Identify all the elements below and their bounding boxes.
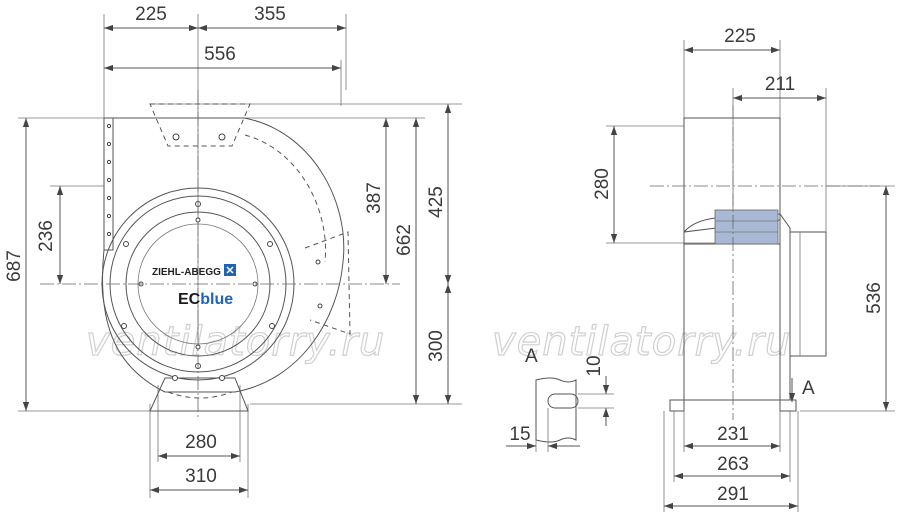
brand-logo: ZIEHL-ABEGG ECblue xyxy=(152,264,236,308)
side-flange xyxy=(304,231,351,335)
rail-hole xyxy=(106,195,112,201)
dim-label: 556 xyxy=(204,44,236,65)
bolt-hole xyxy=(317,303,323,309)
support-foot xyxy=(149,377,249,412)
side-view: 225 211 280 536 A xyxy=(592,26,895,512)
bolt-hole xyxy=(121,323,127,329)
foot-hidden xyxy=(167,391,233,399)
dim-label: 687 xyxy=(4,250,25,282)
dim-label: 662 xyxy=(394,224,415,256)
rail-hole xyxy=(106,213,112,219)
scroll-outline xyxy=(101,117,345,393)
detail-a: A 10 15 xyxy=(506,346,614,452)
watermark-left: ventilatorry.ru xyxy=(86,319,385,365)
side-rail xyxy=(103,117,114,251)
section-marker-side: A xyxy=(802,378,815,399)
bolt-hole xyxy=(219,375,225,381)
bolt-hole xyxy=(218,133,226,141)
series-blue: blue xyxy=(200,291,233,308)
detail-slot xyxy=(547,393,579,409)
series-logo: ECblue xyxy=(178,291,233,308)
bolt-hole xyxy=(315,259,321,265)
bolt-hole xyxy=(172,133,180,141)
dim-label: 263 xyxy=(717,454,749,475)
outlet-flange xyxy=(149,103,251,147)
dim-label: 355 xyxy=(254,4,286,25)
maker-logo-mark xyxy=(226,266,234,274)
base-foot-right xyxy=(779,399,797,412)
dim-label: 10 xyxy=(584,355,605,376)
rail-hole xyxy=(106,141,112,147)
fan-housing xyxy=(40,90,400,420)
rail-hole xyxy=(106,177,112,183)
dim-label: 425 xyxy=(426,186,447,218)
base-foot-left xyxy=(669,399,685,412)
motor-block xyxy=(714,209,779,245)
dim-label: 291 xyxy=(717,484,749,505)
dim-label: 211 xyxy=(765,74,795,95)
bolt-hole xyxy=(267,241,273,247)
dim-label: 225 xyxy=(135,4,167,25)
rail-hole xyxy=(106,159,112,165)
series-ec: EC xyxy=(178,291,201,308)
rail-hole xyxy=(106,123,112,129)
dim-label: 387 xyxy=(364,182,385,214)
dim-label: 15 xyxy=(509,424,530,445)
dim-label: 280 xyxy=(592,168,613,200)
watermark-right: ventilatorry.ru xyxy=(492,319,791,365)
dim-label: 536 xyxy=(864,282,885,314)
maker-name: ZIEHL-ABEGG xyxy=(152,267,221,278)
inlet-nozzle xyxy=(789,231,827,357)
dim-label: 225 xyxy=(724,26,756,47)
dim-label: 236 xyxy=(36,220,57,252)
bolt-hole xyxy=(172,375,178,381)
dim-label: 310 xyxy=(185,466,217,487)
detail-foot-section xyxy=(535,377,577,443)
rail-hole xyxy=(106,231,112,237)
bolt-hole xyxy=(269,323,275,329)
dim-label: 300 xyxy=(426,330,447,362)
front-view: 225 355 556 687 236 387 662 425 300 280 … xyxy=(4,4,462,498)
inner-scroll xyxy=(244,134,327,263)
dim-label: 231 xyxy=(717,424,749,445)
section-marker-detail: A xyxy=(525,346,538,367)
dim-label: 280 xyxy=(185,432,217,453)
bolt-hole xyxy=(123,241,129,247)
